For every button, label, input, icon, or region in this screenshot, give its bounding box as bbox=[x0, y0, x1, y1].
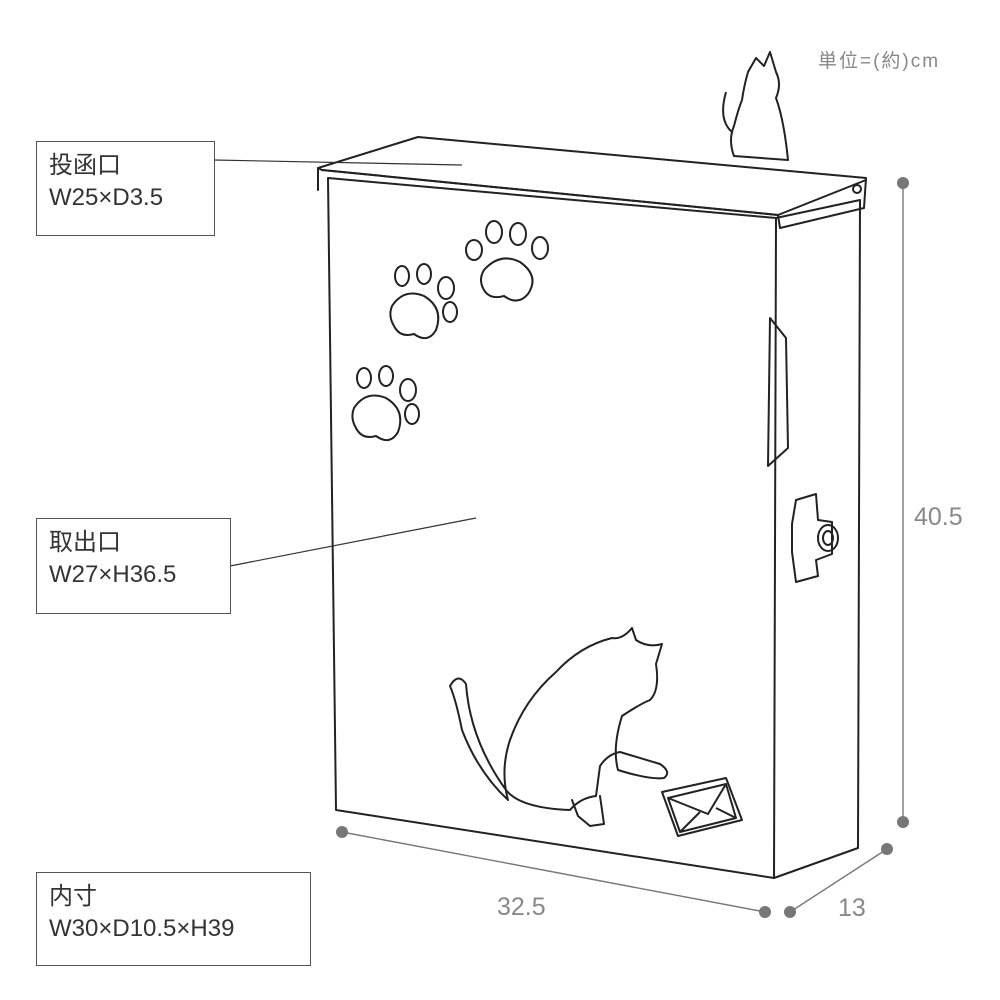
depth-dimension-line bbox=[789, 848, 888, 913]
paw-prints bbox=[351, 220, 549, 442]
slot-leader-line bbox=[213, 159, 463, 166]
width-dimension-text: 32.5 bbox=[497, 893, 546, 921]
slot-label-title: 投函口 bbox=[49, 152, 121, 179]
door-leader-line bbox=[229, 517, 477, 567]
dimension-endpoint bbox=[759, 906, 771, 918]
height-dimension-text: 40.5 bbox=[914, 503, 963, 531]
unit-note: 単位=(約)cm bbox=[818, 51, 941, 72]
slot-label-box: 投函口 W25×D3.5 bbox=[36, 141, 215, 236]
depth-dimension-text: 13 bbox=[838, 894, 866, 922]
width-dimension-line bbox=[341, 831, 766, 913]
inner-label-box: 内寸 W30×D10.5×H39 bbox=[36, 872, 311, 966]
door-label-box: 取出口 W27×H36.5 bbox=[36, 518, 231, 614]
dimension-endpoint bbox=[784, 906, 796, 918]
side-hinge bbox=[767, 317, 789, 467]
envelope-icon bbox=[661, 777, 743, 837]
key-lock-icon bbox=[791, 493, 839, 583]
slot-label-size: W25×D3.5 bbox=[49, 184, 164, 211]
cat-silhouette-icon bbox=[449, 627, 669, 827]
lid-edge bbox=[321, 169, 867, 216]
inner-label-title: 内寸 bbox=[49, 883, 97, 910]
cat-silhouette-icon bbox=[722, 51, 789, 161]
dimension-endpoint bbox=[897, 177, 909, 189]
dimension-endpoint bbox=[336, 826, 348, 838]
door-label-size: W27×H36.5 bbox=[49, 561, 177, 588]
paw-print-icon bbox=[351, 365, 420, 442]
dimension-endpoint bbox=[897, 816, 909, 828]
lid-screw bbox=[852, 184, 862, 194]
paw-print-icon bbox=[465, 220, 549, 302]
dimension-endpoint bbox=[881, 843, 893, 855]
door-label-title: 取出口 bbox=[49, 529, 121, 556]
side-panel bbox=[773, 199, 861, 879]
inner-label-size: W30×D10.5×H39 bbox=[49, 915, 235, 942]
front-panel bbox=[327, 177, 777, 879]
paw-print-icon bbox=[389, 263, 458, 340]
